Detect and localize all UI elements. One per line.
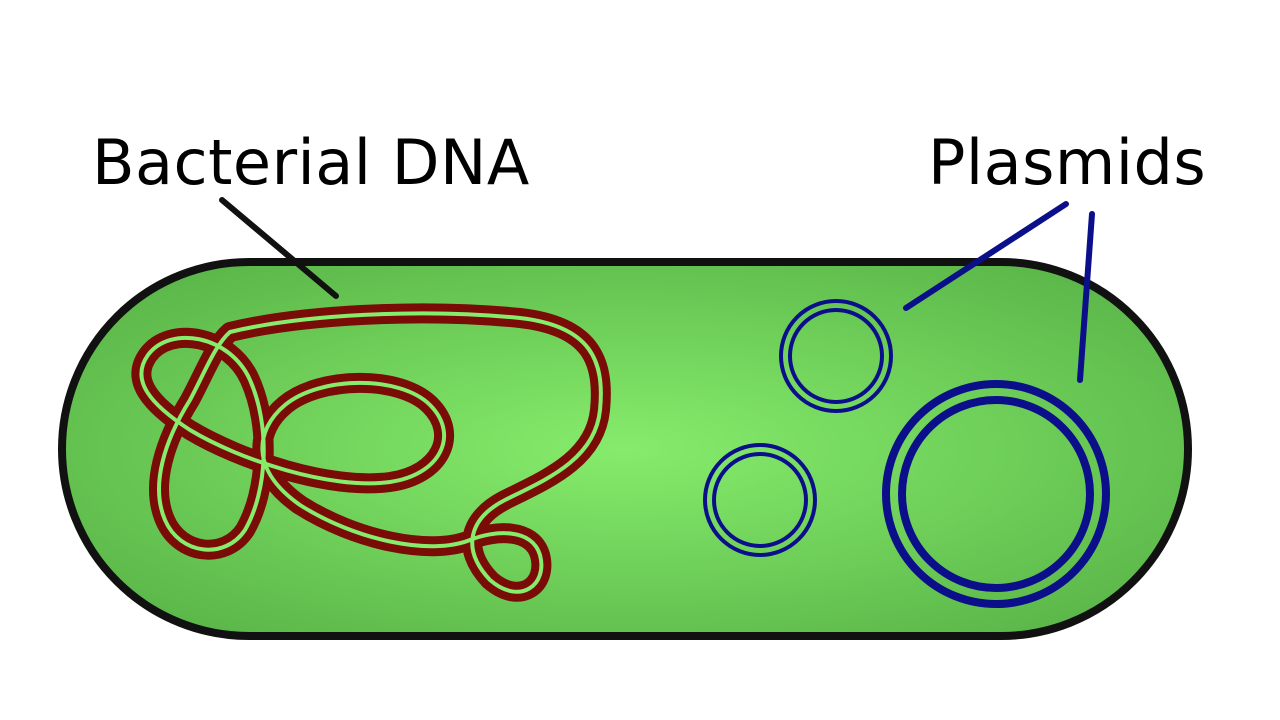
- plasmid-small-bottom: [703, 443, 817, 557]
- bacterial-dna-strand: [131, 303, 611, 602]
- plasmid-leader-line-small: [903, 201, 1069, 311]
- plasmid-leader-line-large: [1077, 211, 1095, 383]
- leader-lines: [219, 197, 1095, 383]
- bacterial-dna-label: Bacterial DNA: [92, 126, 530, 199]
- plasmid-large: [882, 380, 1110, 608]
- bacterial-cell-body: [58, 258, 1192, 640]
- dna-leader-line: [219, 197, 339, 299]
- plasmid-small-top: [779, 299, 893, 413]
- plasmids-label: Plasmids: [928, 126, 1207, 199]
